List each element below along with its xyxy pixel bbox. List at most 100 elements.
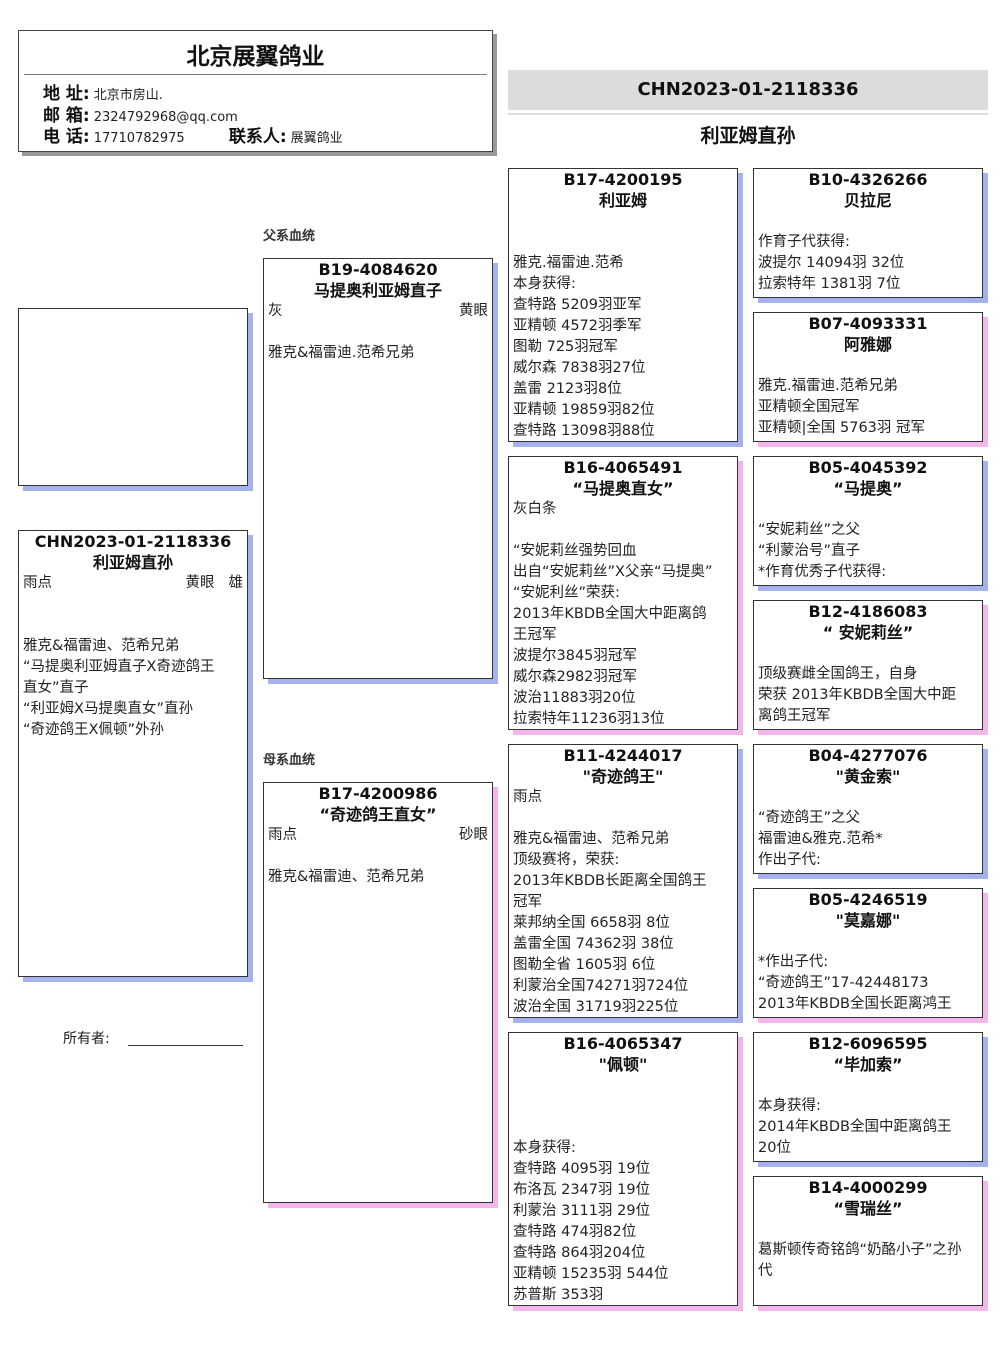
ring-number: B12-6096595: [808, 1034, 928, 1053]
email-label: 邮 箱:: [43, 106, 90, 126]
ring-number: B16-4065491: [563, 458, 683, 477]
description-line: 查特路 5209羽亚军: [513, 297, 642, 313]
description-line: 查特路 864羽204位: [513, 1245, 646, 1261]
description-line: [268, 322, 488, 343]
description-line: [513, 1117, 733, 1138]
pigeon-name: "佩顿": [598, 1055, 648, 1074]
dam-section-label: 母系血统: [263, 753, 316, 768]
description-line: 拉索特年 1381羽 7位: [758, 276, 901, 292]
description-line: 冠军: [513, 894, 542, 910]
traits: 黄眼: [445, 301, 488, 322]
description-line: 波治11883羽20位: [513, 690, 636, 706]
description-line: [758, 355, 978, 376]
description-line: [758, 211, 978, 232]
description-line: 亚精顿全国冠军: [758, 399, 860, 415]
description-line: 福雷迪&雅克.范希*: [758, 831, 883, 847]
ring-number: CHN2023-01-2118336: [34, 532, 232, 551]
phone-value: 17710782975: [93, 131, 185, 146]
address-label: 地 址:: [43, 84, 90, 104]
description-line: 亚精顿|全国 5763羽 冠军: [758, 420, 926, 436]
description-line: 盖雷 2123羽8位: [513, 381, 622, 397]
pigeon-name: "黄金索": [835, 767, 901, 786]
description-line: 离鸽王冠军: [758, 708, 831, 724]
pigeon-name: 贝拉尼: [843, 191, 892, 210]
email-row: 邮 箱:2324792968@qq.com: [43, 106, 238, 128]
description-line: 盖雷全国 74362羽 38位: [513, 936, 674, 952]
plumage-color: 雨点: [268, 827, 297, 843]
pigeon-name: 利亚姆: [598, 191, 647, 210]
description-line: 布洛瓦 2347羽 19位: [513, 1182, 651, 1198]
grandparent-card: B16-4065491“马提奥直女”灰白条“安妮莉丝强势回血出自“安妮莉丝”X父…: [508, 456, 738, 730]
description-line: [513, 232, 733, 253]
ring-number: B14-4000299: [808, 1178, 928, 1197]
owner-signature-line[interactable]: [128, 1045, 243, 1046]
description-line: [758, 499, 978, 520]
sire-section-label: 父系血统: [263, 229, 316, 244]
description-line: 2013年KBDB长距离全国鸽王: [513, 873, 707, 889]
description-line: [513, 1096, 733, 1117]
ring-number: B11-4244017: [563, 746, 683, 765]
color-eye-row: 灰 黄眼: [268, 301, 488, 322]
description-line: 雅克&福雷迪、范希兄弟: [23, 638, 180, 654]
ring-number: B19-4084620: [318, 260, 438, 279]
description-line: 葛斯顿传奇铭鸽“奶酪小子”之孙: [758, 1242, 962, 1258]
description-line: 2013年KBDB全国长距离鸿王: [758, 996, 952, 1012]
description-line: 波提尔 14094羽 32位: [758, 255, 905, 271]
description-line: *作出子代:: [758, 954, 829, 970]
great-grandparent-card: B10-4326266 贝拉尼作育子代获得: 波提尔 14094羽 32位拉索特年 …: [753, 168, 983, 298]
description-line: “利蒙治号”直子: [758, 543, 861, 559]
description-line: 拉索特年11236羽13位: [513, 711, 665, 727]
plumage-color: 灰: [268, 303, 283, 319]
description-line: “安妮利丝”荣获:: [513, 585, 620, 601]
ring-number: B05-4246519: [808, 890, 928, 909]
description-line: [513, 808, 733, 829]
pigeon-name: “马提奥直女”: [572, 479, 674, 498]
ring-number: B17-4200195: [563, 170, 683, 189]
description-line: 亚精顿 19859羽82位: [513, 402, 655, 418]
trait: 雄: [228, 575, 244, 591]
traits: 砂眼: [445, 825, 488, 846]
description-line: “安妮莉丝强势回血: [513, 543, 637, 559]
description-line: 波提尔3845羽冠军: [513, 648, 637, 664]
description-line: “利亚姆X马提奥直女”直孙: [23, 701, 193, 717]
company-name: 北京展翼鸽业: [186, 44, 325, 70]
description-line: 苏普斯 353羽: [513, 1287, 604, 1303]
description-line: 雅克.福雷迪.范希: [513, 255, 624, 271]
plumage-color: 雨点: [23, 575, 52, 591]
description-line: 莱邦纳全国 6658羽 8位: [513, 915, 670, 931]
pigeon-name: 马提奥利亚姆直子: [313, 281, 442, 300]
ring-number: B07-4093331: [808, 314, 928, 333]
grandparent-card: B11-4244017"奇迹鸽王"雨点雅克&福雷迪、范希兄弟顶级赛将，荣获:20…: [508, 744, 738, 1018]
description-line: 代: [758, 1263, 773, 1279]
description-line: 本身获得:: [758, 1098, 821, 1114]
description-line: 顶级赛雌全国鸽王，自身: [758, 666, 918, 682]
description-line: 亚精顿 15235羽 544位: [513, 1266, 669, 1282]
ring-number: B16-4065347: [563, 1034, 683, 1053]
pigeon-name: “奇迹鸽王直女”: [319, 805, 437, 824]
pigeon-name: "莫嘉娜": [835, 911, 901, 930]
description-line: 顶级赛将，荣获:: [513, 852, 620, 868]
description-line: 作育子代获得:: [758, 234, 850, 250]
grandparent-card: B17-4200195 利亚姆雅克.福雷迪.范希本身获得: 查特路 5209羽亚军亚…: [508, 168, 738, 442]
description-line: [758, 1075, 978, 1096]
great-grandparent-card: B05-4045392“马提奥”“安妮莉丝”之父“利蒙治号”直子*作育优秀子代获…: [753, 456, 983, 586]
description-line: [758, 931, 978, 952]
description-line: 王冠军: [513, 627, 557, 643]
description-line: 20位: [758, 1140, 791, 1156]
description-line: 本身获得:: [513, 276, 576, 292]
pigeon-name: "奇迹鸽王": [582, 767, 664, 786]
ring-number: B17-4200986: [318, 784, 438, 803]
description-line: 直女”直子: [23, 680, 89, 696]
trait: 砂眼: [459, 827, 488, 843]
ring-number: B05-4045392: [808, 458, 928, 477]
trait: 黄眼: [459, 303, 488, 319]
ring-number-bar: CHN2023-01-2118336: [508, 70, 988, 110]
description-line: “奇迹鸽王”17-42448173: [758, 975, 929, 991]
phone-row: 电 话:17710782975 联系人:展翼鸽业: [43, 127, 343, 149]
description-line: 波治全国 31719羽225位: [513, 999, 679, 1015]
description-line: 2014年KBDB全国中距离鸽王: [758, 1119, 952, 1135]
pigeon-title: 利亚姆直孙: [700, 125, 796, 147]
pigeon-name: “马提奥”: [833, 479, 903, 498]
description-line: 威尔森2982羽冠军: [513, 669, 637, 685]
ring-number: B10-4326266: [808, 170, 928, 189]
